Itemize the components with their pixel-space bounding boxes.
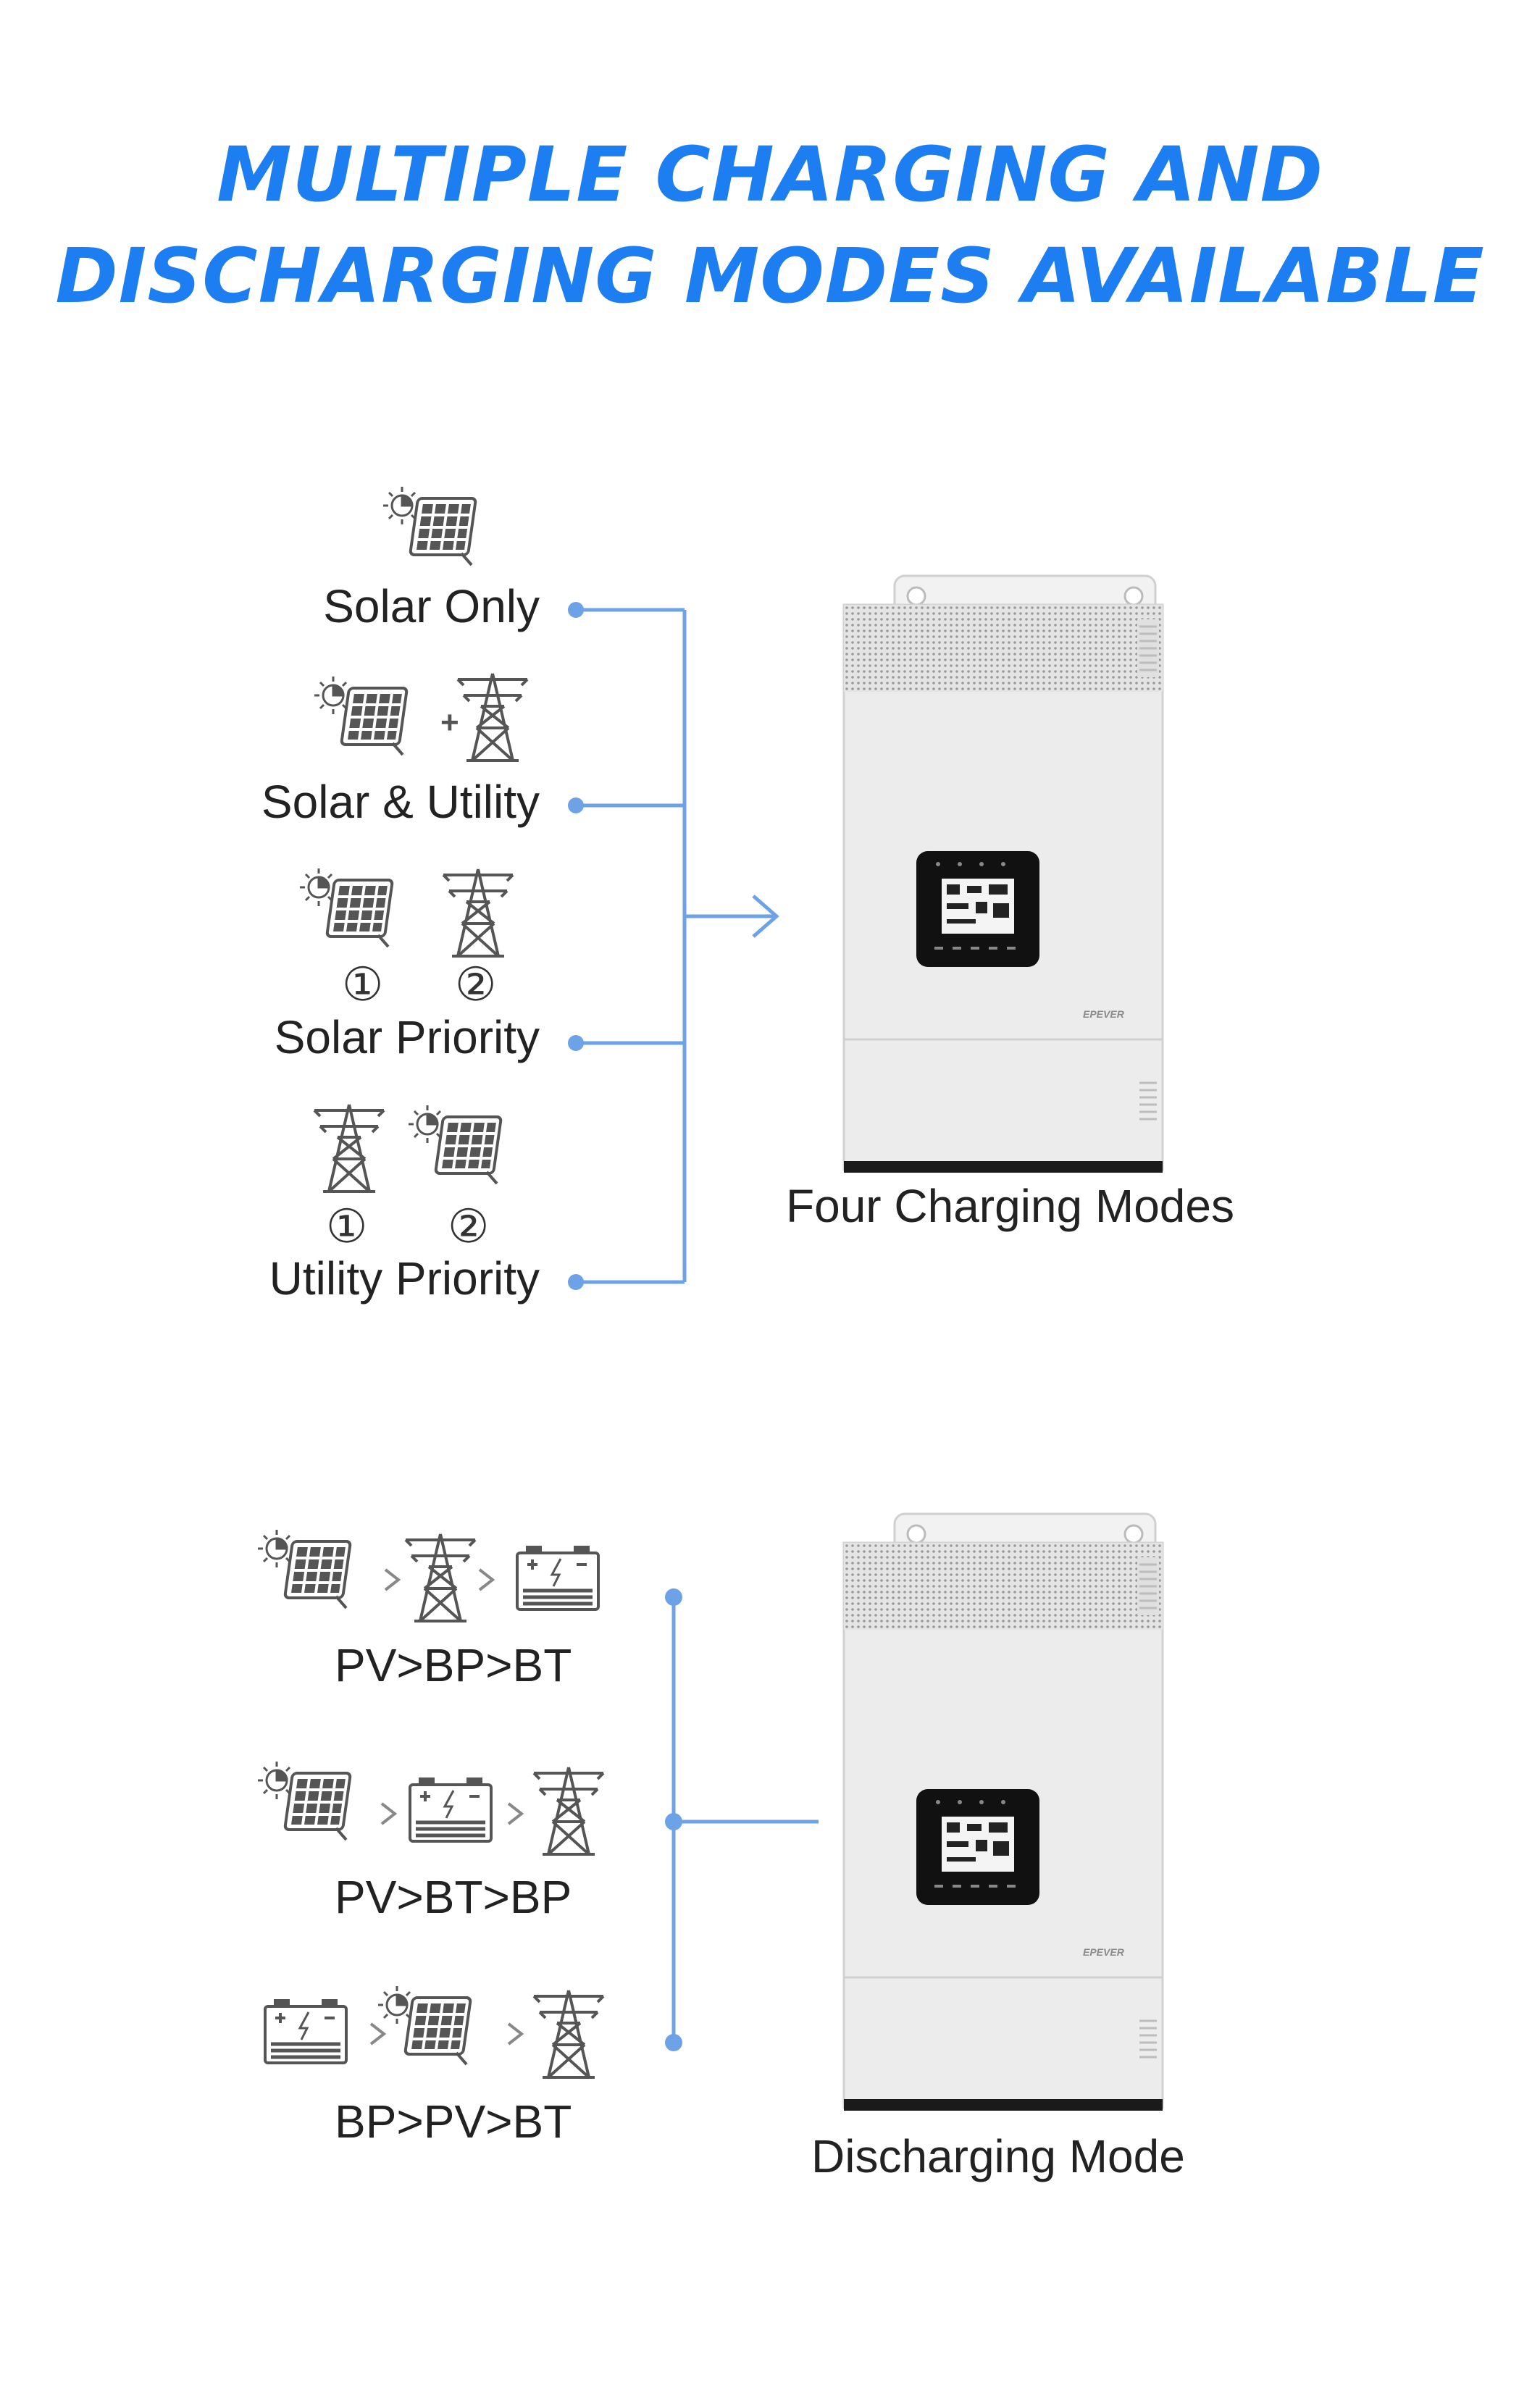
solar-panel-icon — [256, 1760, 352, 1841]
discharging-connector-lines — [671, 1597, 819, 2043]
mode-label-pv-bp-bt: PV>BP>BT — [335, 1639, 572, 1691]
order-marker-1: ① — [326, 1200, 368, 1252]
connector-dot — [568, 1274, 584, 1290]
solar-panel-icon — [377, 1985, 472, 2066]
order-marker-2: ② — [455, 958, 497, 1010]
connector-dot — [568, 797, 584, 813]
solar-panel-icon — [298, 867, 394, 948]
connector-dot — [568, 1035, 584, 1051]
chevron-right-icon — [478, 1568, 494, 1591]
solar-panel-icon — [407, 1104, 503, 1185]
chevron-right-icon — [384, 1568, 400, 1591]
chevron-right-icon — [507, 2022, 523, 2045]
utility-tower-icon — [313, 1103, 385, 1193]
mode-label-utility-priority: Utility Priority — [269, 1252, 540, 1305]
solar-panel-icon — [313, 675, 409, 756]
mode-label-bp-pv-bt: BP>PV>BT — [335, 2095, 572, 2148]
device-caption-discharging: Discharging Mode — [811, 2130, 1185, 2182]
device-caption-charging: Four Charging Modes — [786, 1180, 1234, 1232]
order-marker-1: ① — [342, 958, 384, 1010]
utility-tower-icon — [404, 1533, 477, 1622]
inverter-device-charging — [842, 574, 1164, 1174]
mode-label-pv-bt-bp: PV>BT>BP — [335, 1871, 572, 1923]
battery-icon — [410, 1779, 491, 1841]
utility-tower-icon — [532, 1989, 605, 2079]
chevron-right-icon — [507, 1802, 523, 1825]
connector-dot — [665, 2034, 682, 2051]
solar-panel-icon — [382, 485, 477, 566]
connector-dot — [568, 602, 584, 618]
plus-icon: + — [440, 705, 459, 740]
utility-tower-icon — [456, 672, 529, 762]
battery-icon — [265, 2001, 346, 2063]
connector-dot — [665, 1588, 682, 1606]
mode-label-solar-only: Solar Only — [323, 580, 540, 632]
order-marker-2: ② — [448, 1200, 490, 1252]
solar-panel-icon — [256, 1528, 352, 1609]
utility-tower-icon — [532, 1766, 605, 1856]
charging-connector-lines — [576, 608, 779, 1284]
inverter-device-discharging — [842, 1512, 1164, 2112]
connector-dot — [665, 1813, 682, 1830]
page-title-line-1: MULTIPLE CHARGING AND — [217, 130, 1323, 219]
utility-tower-icon — [442, 868, 514, 958]
chevron-right-icon — [369, 2022, 385, 2045]
battery-icon — [517, 1547, 598, 1609]
page-title-line-2: DISCHARGING MODES AVAILABLE — [55, 232, 1485, 320]
chevron-right-icon — [380, 1802, 396, 1825]
mode-label-solar-and-utility: Solar & Utility — [261, 776, 540, 828]
mode-label-solar-priority: Solar Priority — [274, 1011, 540, 1063]
